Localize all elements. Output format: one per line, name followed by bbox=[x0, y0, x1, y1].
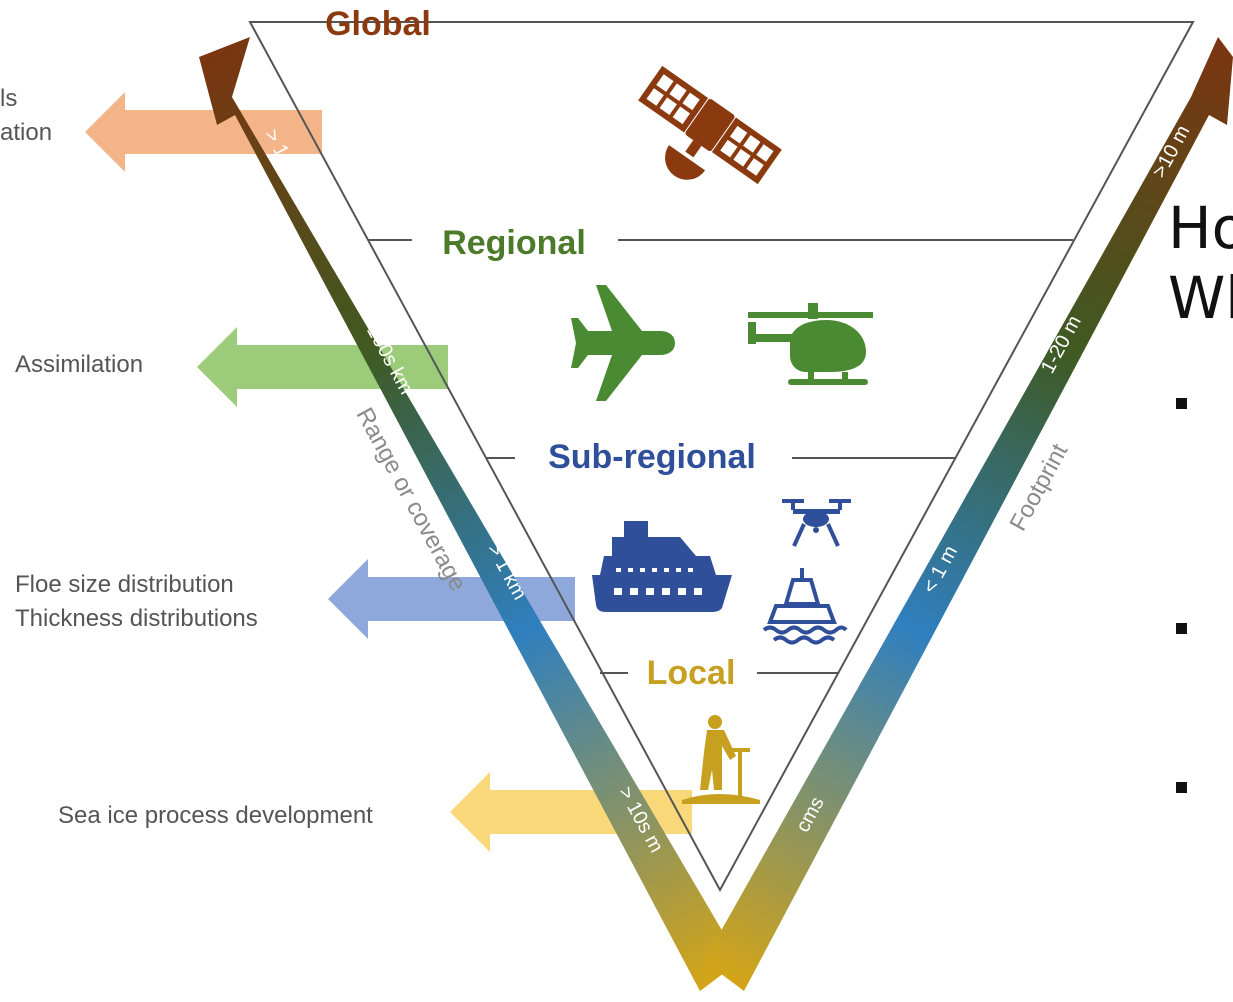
ship-icon bbox=[592, 521, 732, 612]
level-label-regional: Regional bbox=[442, 224, 586, 262]
level-dividers bbox=[250, 21, 1193, 674]
application-label-process: Sea ice process development bbox=[58, 802, 373, 829]
application-label-floe-2: Thickness distributions bbox=[15, 605, 258, 632]
application-label-models-2: ation bbox=[0, 119, 52, 146]
left-axis-arrow bbox=[199, 37, 740, 991]
drone-icon bbox=[782, 499, 851, 547]
arrow-assimilation bbox=[197, 327, 448, 407]
bullet-marker bbox=[1176, 623, 1187, 634]
level-label-local: Local bbox=[647, 654, 736, 692]
scale-axes bbox=[199, 37, 1233, 991]
airplane-icon bbox=[571, 285, 675, 401]
right-axis-arrow bbox=[704, 37, 1233, 991]
bullet-marker bbox=[1176, 398, 1187, 409]
helicopter-icon bbox=[748, 303, 873, 385]
level-label-global: Global bbox=[325, 5, 431, 43]
buoy-icon bbox=[762, 568, 848, 645]
bullet-marker bbox=[1176, 782, 1187, 793]
application-label-assimilation: Assimilation bbox=[15, 351, 143, 378]
satellite-icon bbox=[638, 65, 782, 185]
application-label-floe-1: Floe size distribution bbox=[15, 571, 234, 598]
person-drilling-icon bbox=[682, 715, 760, 804]
slide-heading-line-2: Wh bbox=[1168, 264, 1233, 332]
application-label-models-1: ls bbox=[0, 85, 17, 112]
slide-heading-line-1: Ho bbox=[1168, 194, 1233, 262]
level-label-subregional: Sub-regional bbox=[548, 438, 756, 476]
